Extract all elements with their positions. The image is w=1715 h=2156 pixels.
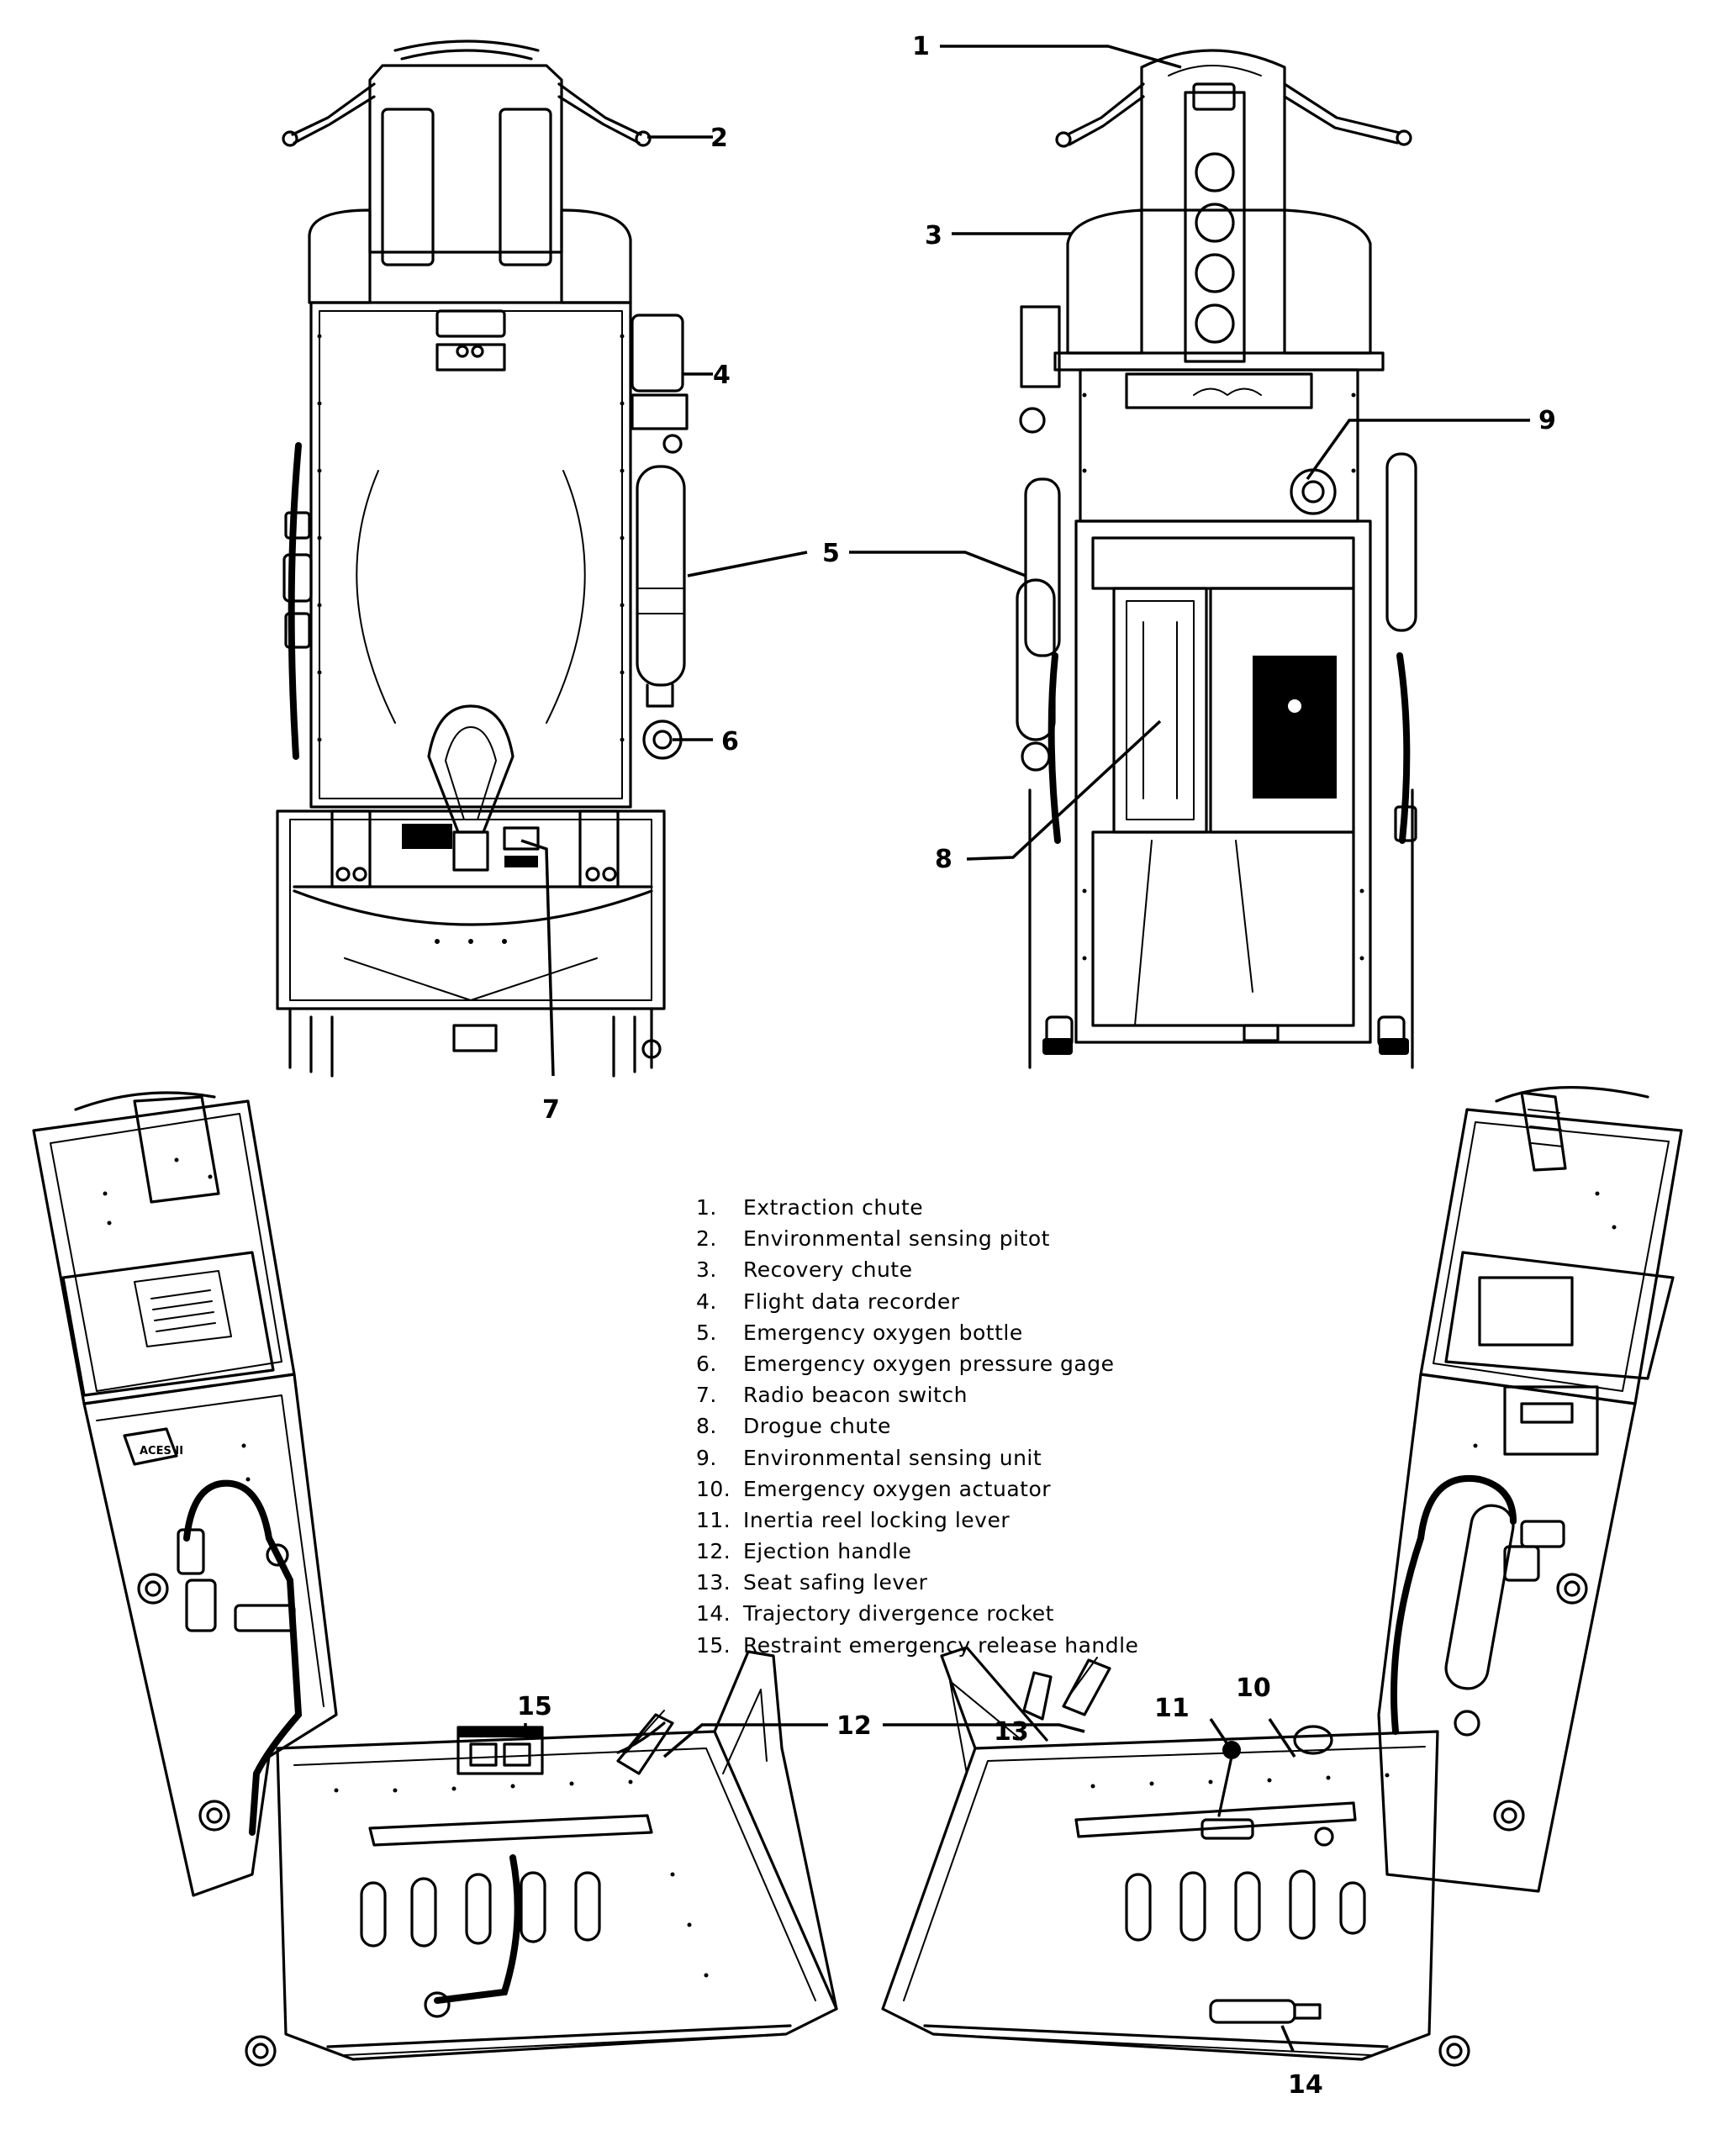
legend-item: 15. Restraint emergency release handle	[696, 1630, 1138, 1661]
seat-right-side-view	[881, 1086, 1683, 2067]
legend-num: 1.	[696, 1195, 717, 1220]
legend-item: 5. Emergency oxygen bottle	[696, 1317, 1138, 1348]
legend-item: 14. Trajectory divergence rocket	[696, 1598, 1138, 1629]
callout-10: 10	[1236, 1674, 1271, 1703]
legend-item: 2. Environmental sensing pitot	[696, 1223, 1138, 1254]
legend-item: 3. Recovery chute	[696, 1254, 1138, 1285]
data-plate-lines	[150, 1289, 216, 1332]
callout-13: 13	[994, 1717, 1029, 1747]
legend-label: Restraint emergency release handle	[743, 1632, 1139, 1658]
seat-left-side-view: ACES II	[32, 1091, 838, 2067]
callout-14: 14	[1288, 2070, 1323, 2100]
legend-num: 7.	[696, 1383, 717, 1408]
callout-4: 4	[713, 361, 731, 390]
legend-num: 6.	[696, 1351, 717, 1376]
legend-num: 9.	[696, 1445, 717, 1470]
legend-num: 4.	[696, 1289, 717, 1314]
callout-5: 5	[822, 539, 840, 568]
legend-num: 3.	[696, 1257, 717, 1283]
legend-item: 9. Environmental sensing unit	[696, 1442, 1138, 1473]
legend-label: Seat safing lever	[743, 1570, 928, 1595]
legend-label: Emergency oxygen bottle	[743, 1320, 1023, 1345]
legend-item: 1. Extraction chute	[696, 1192, 1138, 1223]
legend-num: 13.	[696, 1570, 731, 1595]
callout-11: 11	[1154, 1694, 1190, 1723]
aces-badge-text: ACES II	[140, 1445, 183, 1458]
legend-item: 11. Inertia reel locking lever	[696, 1505, 1138, 1536]
legend-item: 12. Ejection handle	[696, 1536, 1138, 1567]
parts-legend: 1. Extraction chute 2. Environmental sensi…	[696, 1192, 1138, 1661]
callout-3: 3	[925, 221, 942, 250]
legend-item: 7. Radio beacon switch	[696, 1379, 1138, 1410]
legend-label: Drogue chute	[743, 1414, 891, 1439]
legend-num: 10.	[696, 1476, 731, 1501]
legend-num: 2.	[696, 1226, 717, 1252]
legend-label: Trajectory divergence rocket	[743, 1601, 1054, 1626]
seat-rear-view	[1016, 49, 1417, 1069]
legend-item: 10. Emergency oxygen actuator	[696, 1473, 1138, 1505]
legend-num: 14.	[696, 1601, 731, 1626]
legend-item: 8. Drogue chute	[696, 1410, 1138, 1442]
callout-15: 15	[517, 1692, 552, 1721]
callout-2: 2	[710, 124, 728, 153]
legend-label: Ejection handle	[743, 1539, 912, 1564]
legend-num: 15.	[696, 1632, 731, 1658]
legend-num: 8.	[696, 1414, 717, 1439]
legend-label: Inertia reel locking lever	[743, 1507, 1011, 1532]
legend-label: Emergency oxygen pressure gage	[743, 1351, 1115, 1376]
legend-label: Emergency oxygen actuator	[743, 1476, 1052, 1501]
callout-6: 6	[721, 727, 739, 756]
callout-8: 8	[935, 845, 952, 874]
legend-item: 13. Seat safing lever	[696, 1567, 1138, 1598]
callout-12: 12	[836, 1711, 872, 1741]
callout-1: 1	[912, 32, 930, 61]
callout-7: 7	[542, 1095, 560, 1125]
callout-numbers: 1 2 3 4 5 6 7 8 9 10 11 12 13 14 15	[517, 32, 1556, 2100]
callout-leaders	[520, 45, 1530, 2052]
legend-item: 6. Emergency oxygen pressure gage	[696, 1348, 1138, 1379]
legend-num: 12.	[696, 1539, 731, 1564]
legend-label: Radio beacon switch	[743, 1383, 968, 1408]
legend-label: Environmental sensing unit	[743, 1445, 1042, 1470]
callout-9: 9	[1538, 406, 1556, 435]
legend-num: 11.	[696, 1507, 731, 1532]
legend-label: Extraction chute	[743, 1195, 924, 1220]
legend-label: Recovery chute	[743, 1257, 913, 1283]
legend-label: Environmental sensing pitot	[743, 1226, 1050, 1252]
legend-item: 4. Flight data recorder	[696, 1286, 1138, 1317]
legend-label: Flight data recorder	[743, 1289, 960, 1314]
seat-front-view	[276, 40, 689, 1078]
legend-num: 5.	[696, 1320, 717, 1345]
